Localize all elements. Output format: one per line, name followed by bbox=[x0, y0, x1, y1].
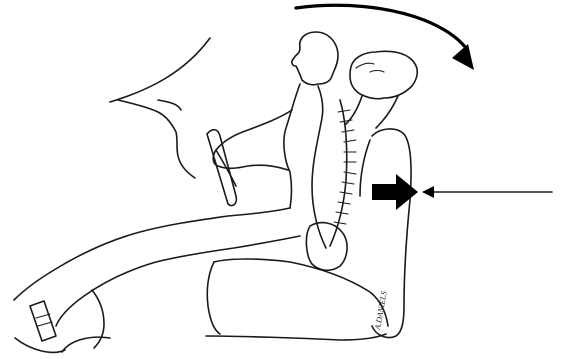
seat-cushion bbox=[206, 259, 388, 340]
driver-figure-front bbox=[14, 32, 338, 348]
dashboard-outline bbox=[110, 38, 210, 178]
pedal-area bbox=[15, 301, 110, 352]
thin-arrow-icon bbox=[422, 186, 552, 198]
curved-arrow-icon bbox=[296, 5, 474, 70]
